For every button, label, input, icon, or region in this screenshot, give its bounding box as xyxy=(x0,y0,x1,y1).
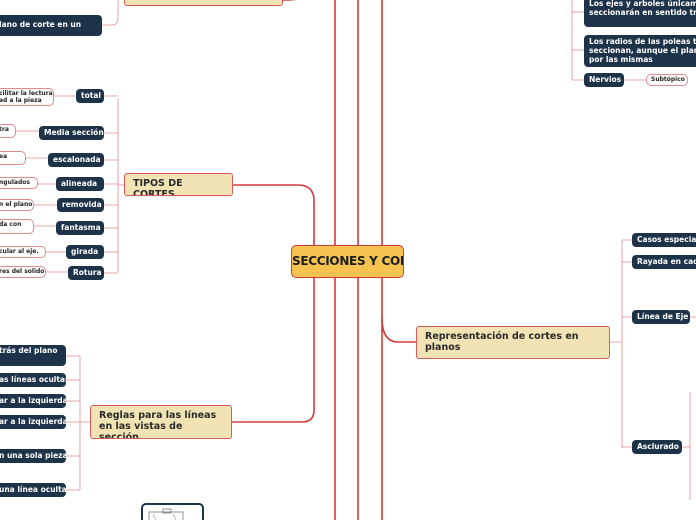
tipos-item-total[interactable]: total xyxy=(76,89,104,103)
reglas-node[interactable]: Reglas para las líneas en las vistas de … xyxy=(90,405,232,439)
tipos-item-girada[interactable]: girada xyxy=(66,245,104,259)
drawing-icon xyxy=(148,508,184,520)
image-thumbnail[interactable] xyxy=(141,503,204,520)
repr-item-linea-eje[interactable]: Línea de Eje xyxy=(632,310,690,324)
tipos-de-cortes-node[interactable]: TIPOS DE CORTES xyxy=(124,173,233,196)
representacion-node[interactable]: Representación de cortes en planos xyxy=(416,326,610,359)
tipos-leaf-media[interactable]: tra xyxy=(0,124,16,138)
tipos-leaf-total[interactable]: cilitar la lectura ad a la pieza xyxy=(0,88,54,106)
repr-subs xyxy=(622,239,632,448)
tipos-leaf-links xyxy=(16,95,78,273)
reglas-trunk xyxy=(79,356,90,490)
repr-item-asclurado[interactable]: Asclurado xyxy=(632,440,682,454)
subtopic-node[interactable]: Subtópico xyxy=(646,74,688,86)
repr-item-rayada[interactable]: Rayada en cada xyxy=(632,255,696,269)
tipos-leaf-rotura[interactable]: res del solido xyxy=(0,266,46,278)
top-right-item-radios[interactable]: Los radios de las poleas tamb seccionan,… xyxy=(584,35,696,67)
tipos-item-removida[interactable]: removida xyxy=(57,198,104,212)
top-left-item[interactable]: lano de corte en un xyxy=(0,15,102,36)
reglas-item-6[interactable]: una línea oculta xyxy=(0,483,66,497)
tipos-item-media-seccion[interactable]: Media sección xyxy=(39,126,104,140)
reglas-item-5[interactable]: n una sola pieza xyxy=(0,449,66,463)
top-right-item-nervios[interactable]: Nervios xyxy=(584,73,624,87)
top-right-links xyxy=(571,0,646,81)
top-right-item-ejes[interactable]: Los ejes y arboles únicamente seccionará… xyxy=(584,0,696,27)
branch-representacion xyxy=(381,317,417,343)
tipos-item-fantasma[interactable]: fantasma xyxy=(56,221,104,235)
tipos-leaf-escalonada[interactable]: ea xyxy=(0,151,26,165)
top-left-main-node[interactable] xyxy=(124,0,283,6)
tipos-item-alineada[interactable]: alineada xyxy=(56,177,104,191)
tipos-item-escalonada[interactable]: escalonada xyxy=(48,153,104,167)
reglas-subs xyxy=(66,355,80,491)
tipos-leaf-fantasma[interactable]: da con xyxy=(0,219,34,234)
repr-item-casos-especiales[interactable]: Casos especiales xyxy=(632,233,696,247)
reglas-item-2[interactable]: as líneas ocultas xyxy=(0,373,66,387)
tipos-subs xyxy=(104,95,118,274)
reglas-item-4[interactable]: ar a la izquierda xyxy=(0,415,66,429)
sub-top-left xyxy=(101,0,120,26)
tipos-leaf-removida[interactable]: n el plano xyxy=(0,199,34,211)
tipos-leaf-girada[interactable]: cular al eje. xyxy=(0,246,46,258)
tipos-item-rotura[interactable]: Rotura xyxy=(68,266,104,280)
central-topic[interactable]: SECCIONES Y CORTES xyxy=(291,245,404,278)
tipos-trunk xyxy=(117,98,124,272)
tipos-leaf-alineada[interactable]: ngulados xyxy=(0,177,38,189)
repr-tails xyxy=(682,316,696,500)
branch-reglas xyxy=(231,277,315,423)
branch-tipos xyxy=(232,184,315,246)
reglas-item-1[interactable]: trás del plano xyxy=(0,345,66,366)
reglas-item-3[interactable]: ar a la izquierda xyxy=(0,394,66,408)
repr-trunk xyxy=(610,240,623,448)
